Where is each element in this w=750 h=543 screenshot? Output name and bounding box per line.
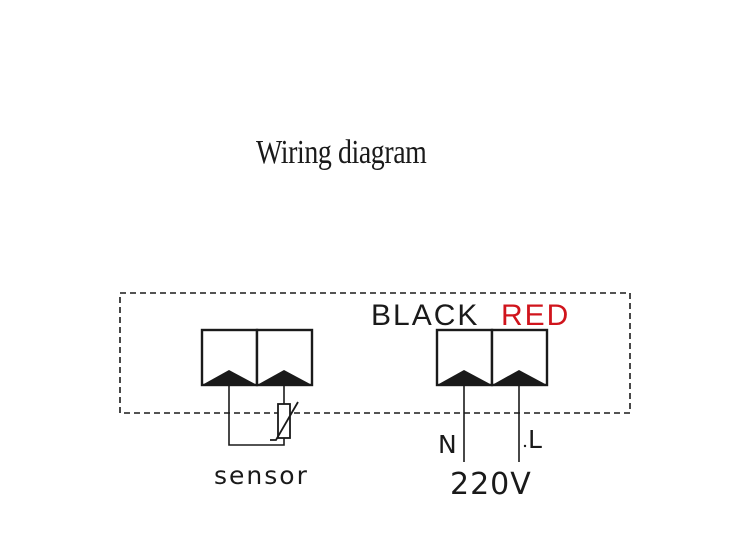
voltage-label: 220V xyxy=(450,467,532,502)
line-label: L xyxy=(528,425,542,454)
sensor-wire xyxy=(228,385,285,446)
sensor-terminal-1-wedge xyxy=(202,370,257,385)
sensor-terminal-2-wedge xyxy=(257,370,312,385)
enclosure-outline xyxy=(119,292,631,414)
sensor-label: sensor xyxy=(214,461,309,490)
thermistor-symbol xyxy=(270,401,299,441)
neutral-label: N xyxy=(438,430,457,459)
diagram-title: Wiring diagram xyxy=(256,134,427,171)
black-label: BLACK xyxy=(371,299,479,332)
line-marker-dot xyxy=(523,444,527,448)
power-terminal-red-wedge xyxy=(492,370,547,385)
power-terminal-block xyxy=(435,328,549,387)
red-label: RED xyxy=(501,299,570,332)
power-terminal-black-wedge xyxy=(437,370,492,385)
sensor-terminal-block xyxy=(200,328,314,387)
